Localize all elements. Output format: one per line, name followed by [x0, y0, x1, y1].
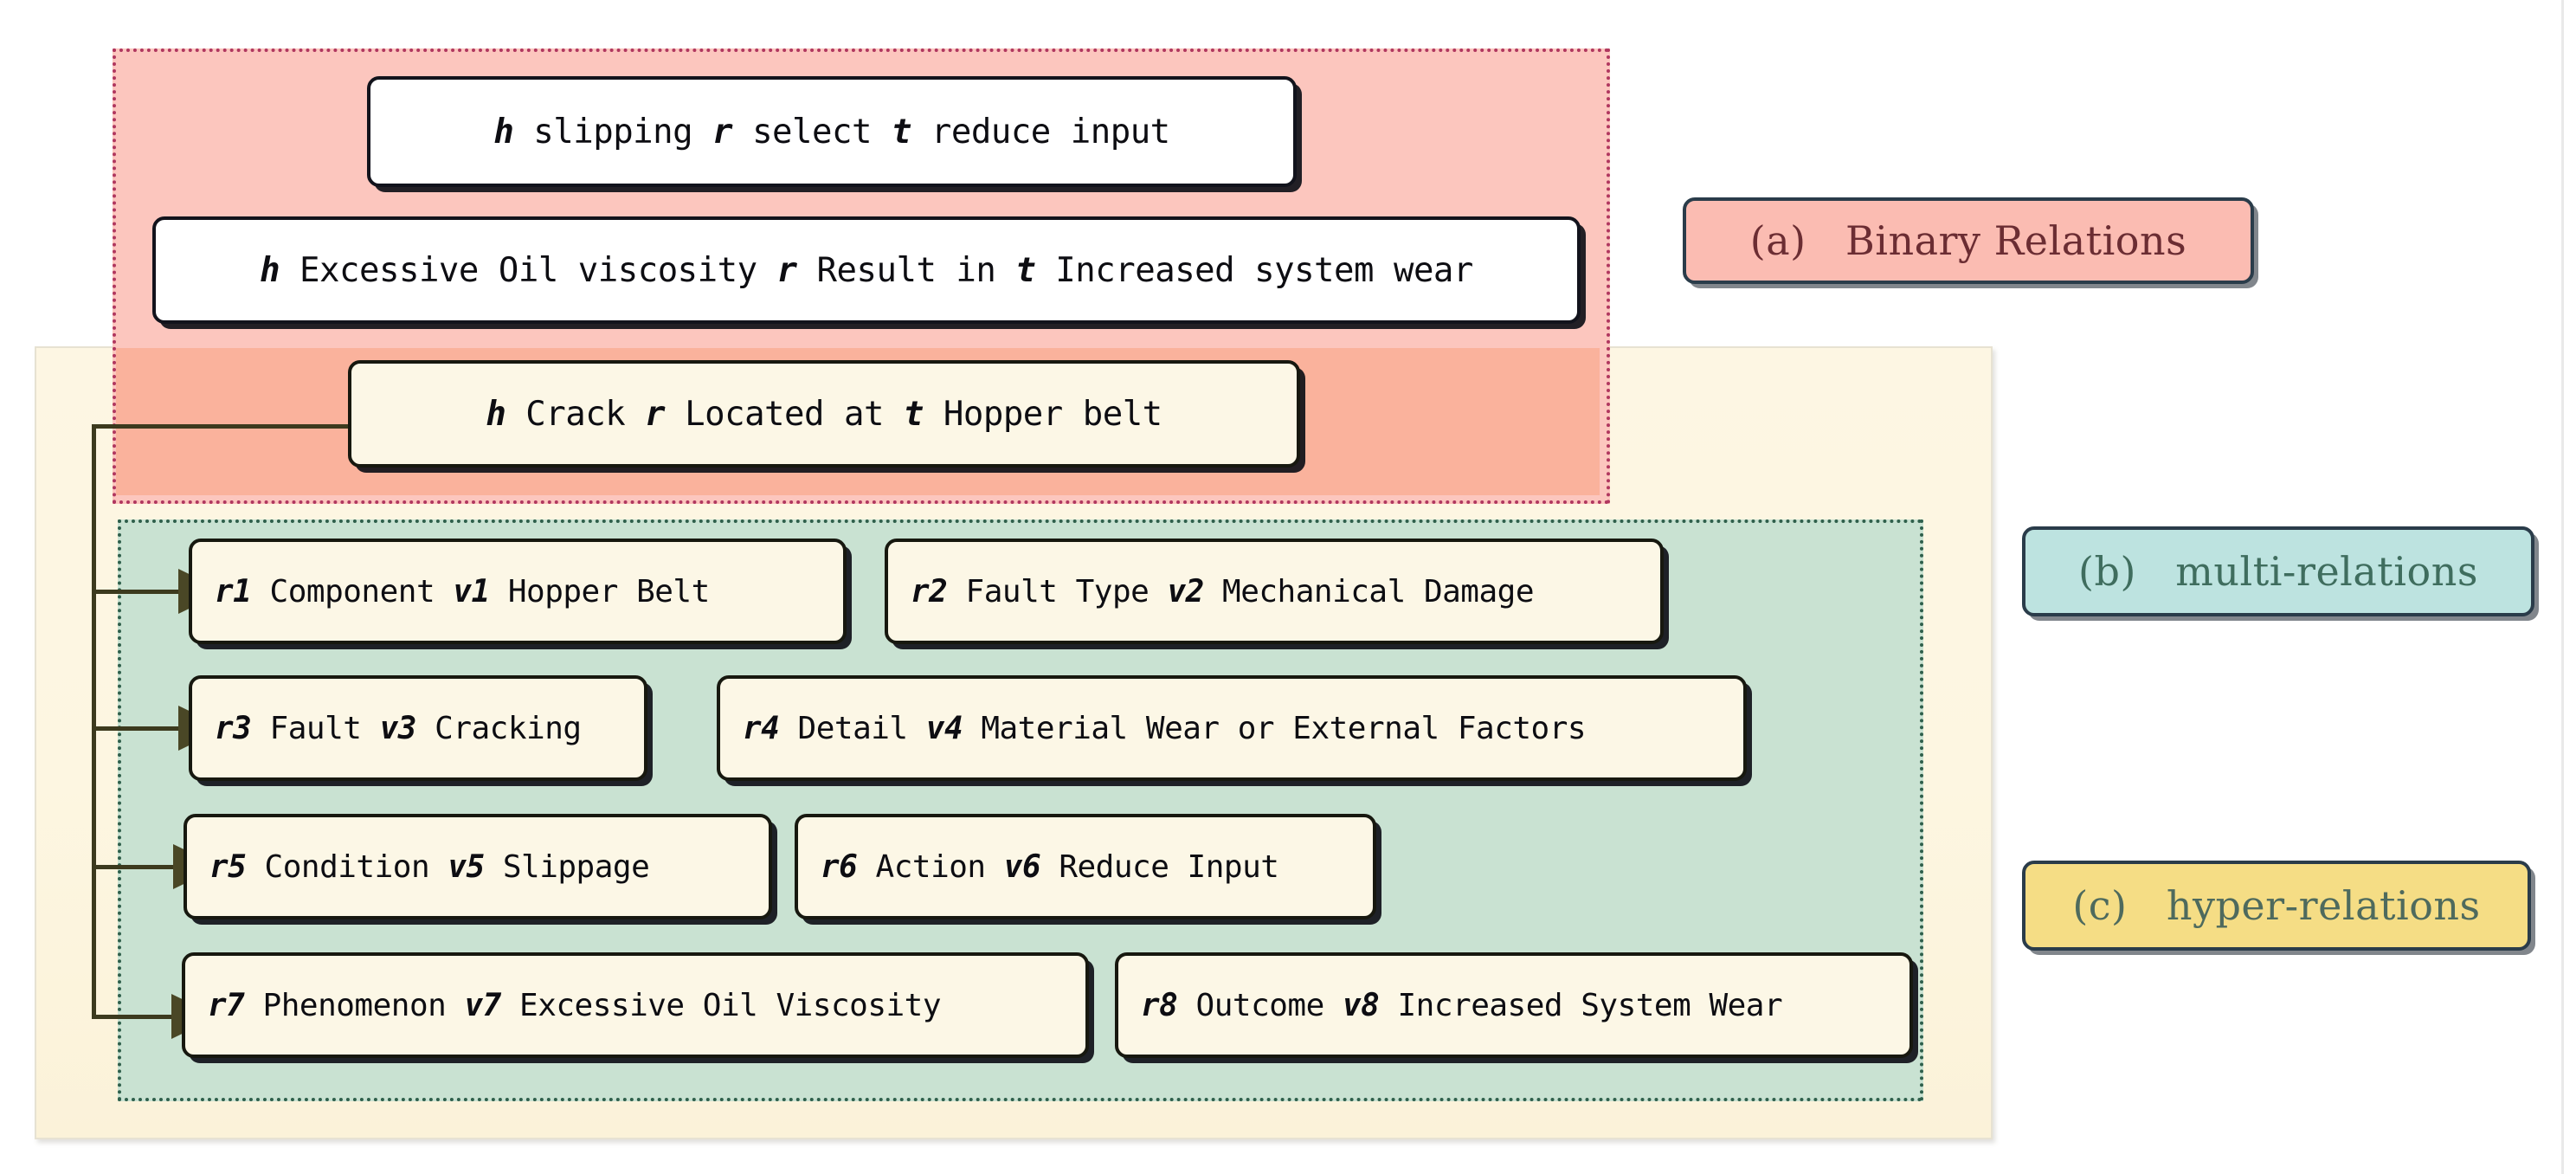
- connector-branch-r3: [92, 726, 185, 731]
- multi-relation-node-r3[interactable]: r3 Fault v3 Cracking: [189, 675, 647, 781]
- multi-relation-text-r2: r2 Fault Type v2 Mechanical Damage: [911, 573, 1534, 610]
- multi-relation-node-r7[interactable]: r7 Phenomenon v7 Excessive Oil Viscosity: [182, 952, 1089, 1058]
- multi-relation-text-r4: r4 Detail v4 Material Wear or External F…: [743, 710, 1587, 746]
- legend-hyper-relations[interactable]: (c) hyper-relations: [2022, 861, 2531, 951]
- multi-relation-node-r5[interactable]: r5 Condition v5 Slippage: [184, 814, 772, 919]
- multi-relation-node-r6[interactable]: r6 Action v6 Reduce Input: [795, 814, 1376, 919]
- multi-relation-node-r2[interactable]: r2 Fault Type v2 Mechanical Damage: [885, 539, 1664, 644]
- multi-relation-text-r1: r1 Component v1 Hopper Belt: [215, 573, 710, 610]
- connector-stub-from-crack: [92, 424, 351, 429]
- connector-branch-r7: [92, 1015, 185, 1019]
- legend-hyper-label: (c) hyper-relations: [2072, 882, 2481, 929]
- multi-relation-node-r4[interactable]: r4 Detail v4 Material Wear or External F…: [717, 675, 1747, 781]
- multi-relation-node-r1[interactable]: r1 Component v1 Hopper Belt: [189, 539, 847, 644]
- multi-relation-text-r3: r3 Fault v3 Cracking: [215, 710, 582, 746]
- binary-relation-text-3: h Crack r Located at t Hopper belt: [486, 394, 1162, 434]
- multi-relation-node-r8[interactable]: r8 Outcome v8 Increased System Wear: [1115, 952, 1913, 1058]
- binary-relation-node-2[interactable]: h Excessive Oil viscosity r Result in t …: [152, 216, 1581, 324]
- binary-relation-text-2: h Excessive Oil viscosity r Result in t …: [260, 250, 1473, 290]
- binary-relation-node-3[interactable]: h Crack r Located at t Hopper belt: [348, 360, 1300, 468]
- legend-binary-relations[interactable]: (a) Binary Relations: [1683, 197, 2254, 284]
- connector-branch-r5: [92, 865, 185, 869]
- multi-relation-text-r8: r8 Outcome v8 Increased System Wear: [1141, 987, 1783, 1023]
- multi-relation-text-r6: r6 Action v6 Reduce Input: [821, 848, 1279, 885]
- connector-trunk-line: [92, 426, 96, 1018]
- legend-multi-label: (b) multi-relations: [2078, 548, 2478, 595]
- multi-relation-text-r5: r5 Condition v5 Slippage: [209, 848, 650, 885]
- legend-binary-label: (a) Binary Relations: [1749, 217, 2187, 264]
- binary-relation-node-1[interactable]: h slipping r select t reduce input: [367, 76, 1297, 187]
- multi-relation-text-r7: r7 Phenomenon v7 Excessive Oil Viscosity: [208, 987, 942, 1023]
- page-edge-rule: [2561, 0, 2564, 1174]
- legend-multi-relations[interactable]: (b) multi-relations: [2022, 526, 2534, 616]
- connector-branch-r1: [92, 590, 185, 594]
- binary-relation-text-1: h slipping r select t reduce input: [493, 112, 1170, 152]
